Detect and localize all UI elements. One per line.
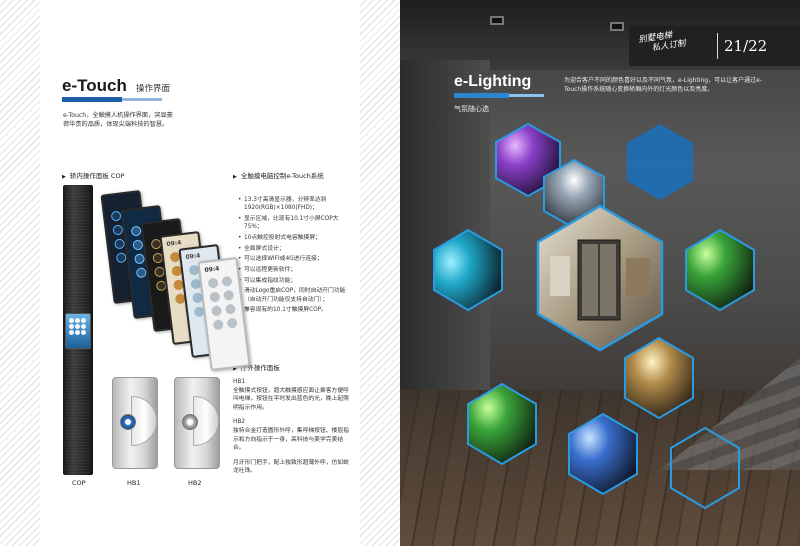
hb-footer-text: 月牙形门把手，配上独致形超薄外呼，仿如蛟龙吐珠。 xyxy=(233,459,349,475)
triangle-right-icon: ▶ xyxy=(233,366,237,372)
hb1-desc-text: 全触摸式按钮，超大触摸感应面让乘客方便呼叫电梯，按钮在平时发出蓝色的光，晚上起照… xyxy=(233,387,349,411)
elighting-title-underline-light xyxy=(509,94,544,97)
hexagon-solid-blue xyxy=(627,124,693,200)
hexagon-gallery xyxy=(433,122,755,510)
elighting-title: e-Lighting xyxy=(454,73,532,90)
spotlight-icon xyxy=(490,16,504,25)
hexagon-outline-empty xyxy=(670,426,740,510)
spotlight-icon xyxy=(610,22,624,31)
etouch-title: e-Touch 操作界面 xyxy=(62,76,170,96)
hb1-image xyxy=(112,377,158,469)
etouch-title-underline xyxy=(62,97,122,102)
right-page: 别墅电梯 私人订制 21/22 e-Lighting 气氛随心选 为迎合客户不同… xyxy=(400,0,800,546)
feature-item: 兼容现有的10.1寸触摸屏COP。 xyxy=(238,306,350,314)
feature-item: 13.3寸高清显示器，分辨率达到1920(RGB)×1080(FHD)； xyxy=(238,196,350,212)
page-number-separator xyxy=(717,33,718,59)
cop-screen xyxy=(65,313,91,349)
etouch-section-label: ▶全触摸电脑控制e-Touch系统 xyxy=(233,170,324,180)
triangle-right-icon: ▶ xyxy=(62,174,66,180)
hb2-desc-text: 独特合金打造圆形外呼，集呼梯按钮、楼层指示和方向指示于一身，高科技与美学完美结合… xyxy=(233,427,349,452)
cop-button-grid xyxy=(69,318,87,335)
cop-panel-image xyxy=(63,185,93,475)
feature-item: 显示区域，比现有10.1寸小屏COP大75%； xyxy=(238,215,350,231)
etouch-section-label-text: 全触摸电脑控制e-Touch系统 xyxy=(240,172,324,180)
hexagon-cyan-light xyxy=(433,228,503,312)
left-page: e-Touch 操作界面 e-Touch，全触摸人机操作界面，突显豪荷华贵的品质… xyxy=(0,0,400,546)
feature-item: 全面屏式设计； xyxy=(238,245,350,253)
hall-button-descriptions: HB1 全触摸式按钮，超大触摸感应面让乘客方便呼叫电梯，按钮在平时发出蓝色的光，… xyxy=(233,378,351,482)
hall-section-label-text: 厅外操作面板 xyxy=(240,364,280,372)
feature-item: 10点触控投射式电容触摸屏； xyxy=(238,234,350,242)
elighting-description: 为迎合客户不同的颜色喜好以及不同气氛，e-Lighting，可以让客户通过e-T… xyxy=(564,77,762,93)
hexagon-green-light-left xyxy=(467,382,537,466)
wall-background xyxy=(400,60,490,400)
hexagon-green-light-right xyxy=(685,228,755,312)
hb2-desc-title: HB2 xyxy=(233,419,246,426)
hexagon-elevator-center xyxy=(536,204,664,352)
etouch-intro: e-Touch，全触摸人机操作界面，突显豪荷华贵的品质，体现尖端科技的智慧。 xyxy=(63,112,173,128)
feature-item: 可以远程更新软件； xyxy=(238,266,350,274)
hb2-image xyxy=(174,377,220,469)
etouch-title-main: e-Touch xyxy=(62,76,127,95)
cop-section-label-text: 轿内操作面板 COP xyxy=(69,172,125,180)
hb2-caption: HB2 xyxy=(188,479,202,487)
triangle-right-icon: ▶ xyxy=(233,174,237,180)
screen-time: 09:4 xyxy=(166,239,182,249)
cop-section-label: ▶轿内操作面板 COP xyxy=(62,170,125,180)
feature-list: 13.3寸高清显示器，分辨率达到1920(RGB)×1080(FHD)； 显示区… xyxy=(238,196,350,317)
etouch-title-sub: 操作界面 xyxy=(135,84,170,94)
cop-caption: COP xyxy=(72,479,86,487)
hb1-desc-title: HB1 xyxy=(233,379,246,385)
hb1-caption: HB1 xyxy=(127,479,141,487)
elighting-title-underline xyxy=(454,93,509,98)
hatch-border-right xyxy=(360,0,400,546)
call-button xyxy=(120,414,136,430)
screen-time: 09:4 xyxy=(204,265,220,275)
feature-item: 可以选择WIFI或4G进行连接； xyxy=(238,255,350,263)
hexagon-amber-light xyxy=(624,336,694,420)
hb1-desc: HB1 全触摸式按钮，超大触摸感应面让乘客方便呼叫电梯，按钮在平时发出蓝色的光，… xyxy=(233,378,351,412)
hall-section-label: ▶厅外操作面板 xyxy=(233,362,280,372)
hexagon-blue-light xyxy=(568,412,638,496)
etouch-title-underline-light xyxy=(122,98,162,101)
elighting-subtitle: 气氛随心选 xyxy=(454,105,489,113)
feature-item: 滑动Logo重启COP，同时自动开门功能（自动开门功能仅支持自动门）； xyxy=(238,287,350,303)
call-button xyxy=(182,414,198,430)
page-number: 21/22 xyxy=(724,37,768,55)
feature-item: 可以集成指纹功能； xyxy=(238,277,350,285)
header-band xyxy=(629,26,800,66)
hatch-border-left xyxy=(0,0,40,546)
screen-time: 09:4 xyxy=(185,252,201,262)
hb2-desc: HB2 独特合金打造圆形外呼，集呼梯按钮、楼层指示和方向指示于一身，高科技与美学… xyxy=(233,418,351,452)
